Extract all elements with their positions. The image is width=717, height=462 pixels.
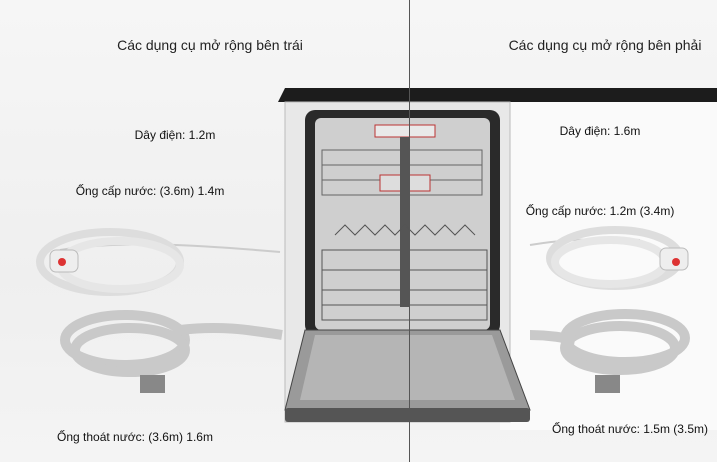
inlet-valve-right bbox=[672, 258, 680, 266]
right-inlet-hose-label: Ống cấp nước: 1.2m (3.4m) bbox=[525, 204, 675, 218]
door-inner bbox=[300, 335, 515, 400]
left-inlet-hose-label: Ống cấp nước: (3.6m) 1.4m bbox=[75, 184, 225, 198]
countertop bbox=[278, 88, 717, 102]
inlet-valve-left bbox=[58, 258, 66, 266]
left-title: Các dụng cụ mở rộng bên trái bbox=[117, 37, 303, 53]
drain-hose-left bbox=[60, 310, 283, 377]
right-drain-hose-label: Ống thoát nước: 1.5m (3.5m) bbox=[552, 422, 708, 436]
divider-line bbox=[409, 0, 410, 462]
door-handle-edge bbox=[285, 408, 530, 422]
drain-hose-right bbox=[529, 309, 690, 375]
center-pipe bbox=[400, 137, 410, 307]
spray-arm-top bbox=[374, 124, 436, 138]
left-power-cord-label: Dây điện: 1.2m bbox=[134, 128, 216, 142]
drain-connector-right bbox=[595, 375, 620, 393]
right-title: Các dụng cụ mở rộng bên phải bbox=[508, 37, 702, 53]
right-power-cord-label: Dây điện: 1.6m bbox=[559, 124, 641, 138]
drain-connector-left bbox=[140, 375, 165, 393]
left-drain-hose-label: Ống thoát nước: (3.6m) 1.6m bbox=[57, 430, 213, 444]
lower-rack bbox=[321, 224, 488, 321]
